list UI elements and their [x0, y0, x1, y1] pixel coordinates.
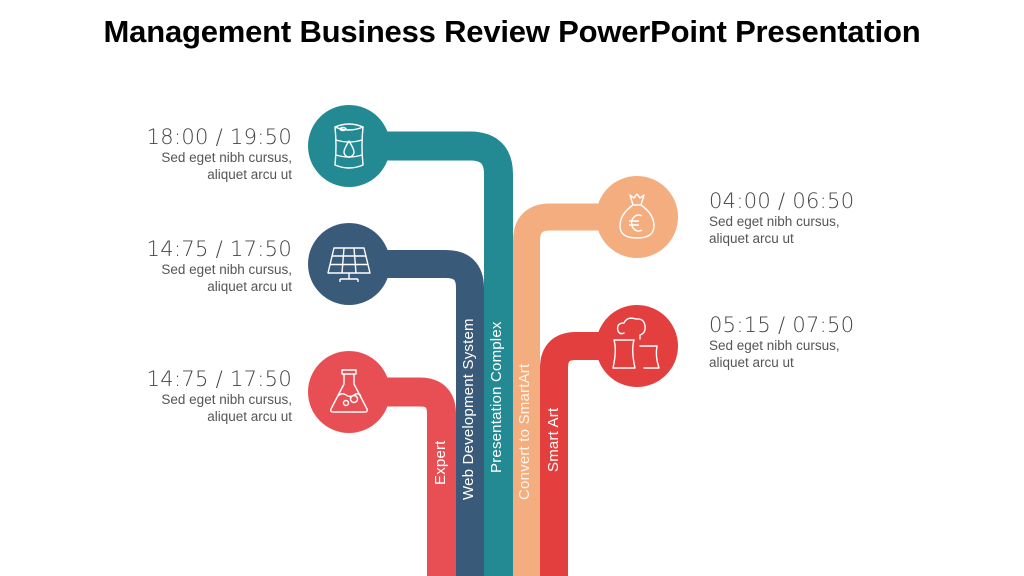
- description-line-1: Sed eget nibh cursus,: [709, 214, 840, 229]
- description-line-2: aliquet arcu ut: [207, 409, 292, 424]
- pipe-label-convert-to-smartart: Convert to SmartArt: [516, 363, 533, 500]
- info-block-solar: 14:75 / 17:50 Sed eget nibh cursus, aliq…: [92, 237, 292, 295]
- pipe-label-web-development-system: Web Development System: [460, 318, 477, 500]
- solar-panel-icon: [327, 247, 371, 282]
- pipe-peach: [513, 176, 678, 576]
- money-bag-euro-icon: [619, 193, 655, 239]
- description-line-2: aliquet arcu ut: [207, 167, 292, 182]
- info-block-flask: 14:75 / 17:50 Sed eget nibh cursus, aliq…: [92, 367, 292, 425]
- pipe-label-smart-art: Smart Art: [545, 407, 562, 472]
- time-range: 14:75 / 17:50: [146, 237, 292, 261]
- factory-cooling-tower-icon: [612, 317, 660, 369]
- info-block-oil: 18:00 / 19:50 Sed eget nibh cursus, aliq…: [92, 125, 292, 183]
- pipe-red: [540, 305, 678, 576]
- pipe-coral: [308, 351, 456, 576]
- info-block-factory: 05:15 / 07:50 Sed eget nibh cursus, aliq…: [709, 313, 909, 371]
- time-range: 05:15 / 07:50: [709, 313, 855, 337]
- description-line-2: aliquet arcu ut: [207, 279, 292, 294]
- info-block-money: 04:00 / 06:50 Sed eget nibh cursus, aliq…: [709, 189, 909, 247]
- time-range: 04:00 / 06:50: [709, 189, 855, 213]
- description-line-2: aliquet arcu ut: [709, 355, 794, 370]
- description-line-1: Sed eget nibh cursus,: [161, 392, 292, 407]
- time-range: 14:75 / 17:50: [146, 367, 292, 391]
- slide-title: Management Business Review PowerPoint Pr…: [103, 14, 921, 49]
- pipe-label-expert: Expert: [432, 440, 449, 485]
- description-line-1: Sed eget nibh cursus,: [709, 338, 840, 353]
- pipe-teal: [308, 105, 513, 576]
- time-range: 18:00 / 19:50: [146, 125, 292, 149]
- flask-icon: [330, 369, 368, 413]
- oil-barrel-icon: [334, 123, 364, 169]
- pipe-label-presentation-complex: Presentation Complex: [488, 321, 505, 473]
- description-line-1: Sed eget nibh cursus,: [161, 262, 292, 277]
- description-line-2: aliquet arcu ut: [709, 231, 794, 246]
- description-line-1: Sed eget nibh cursus,: [161, 150, 292, 165]
